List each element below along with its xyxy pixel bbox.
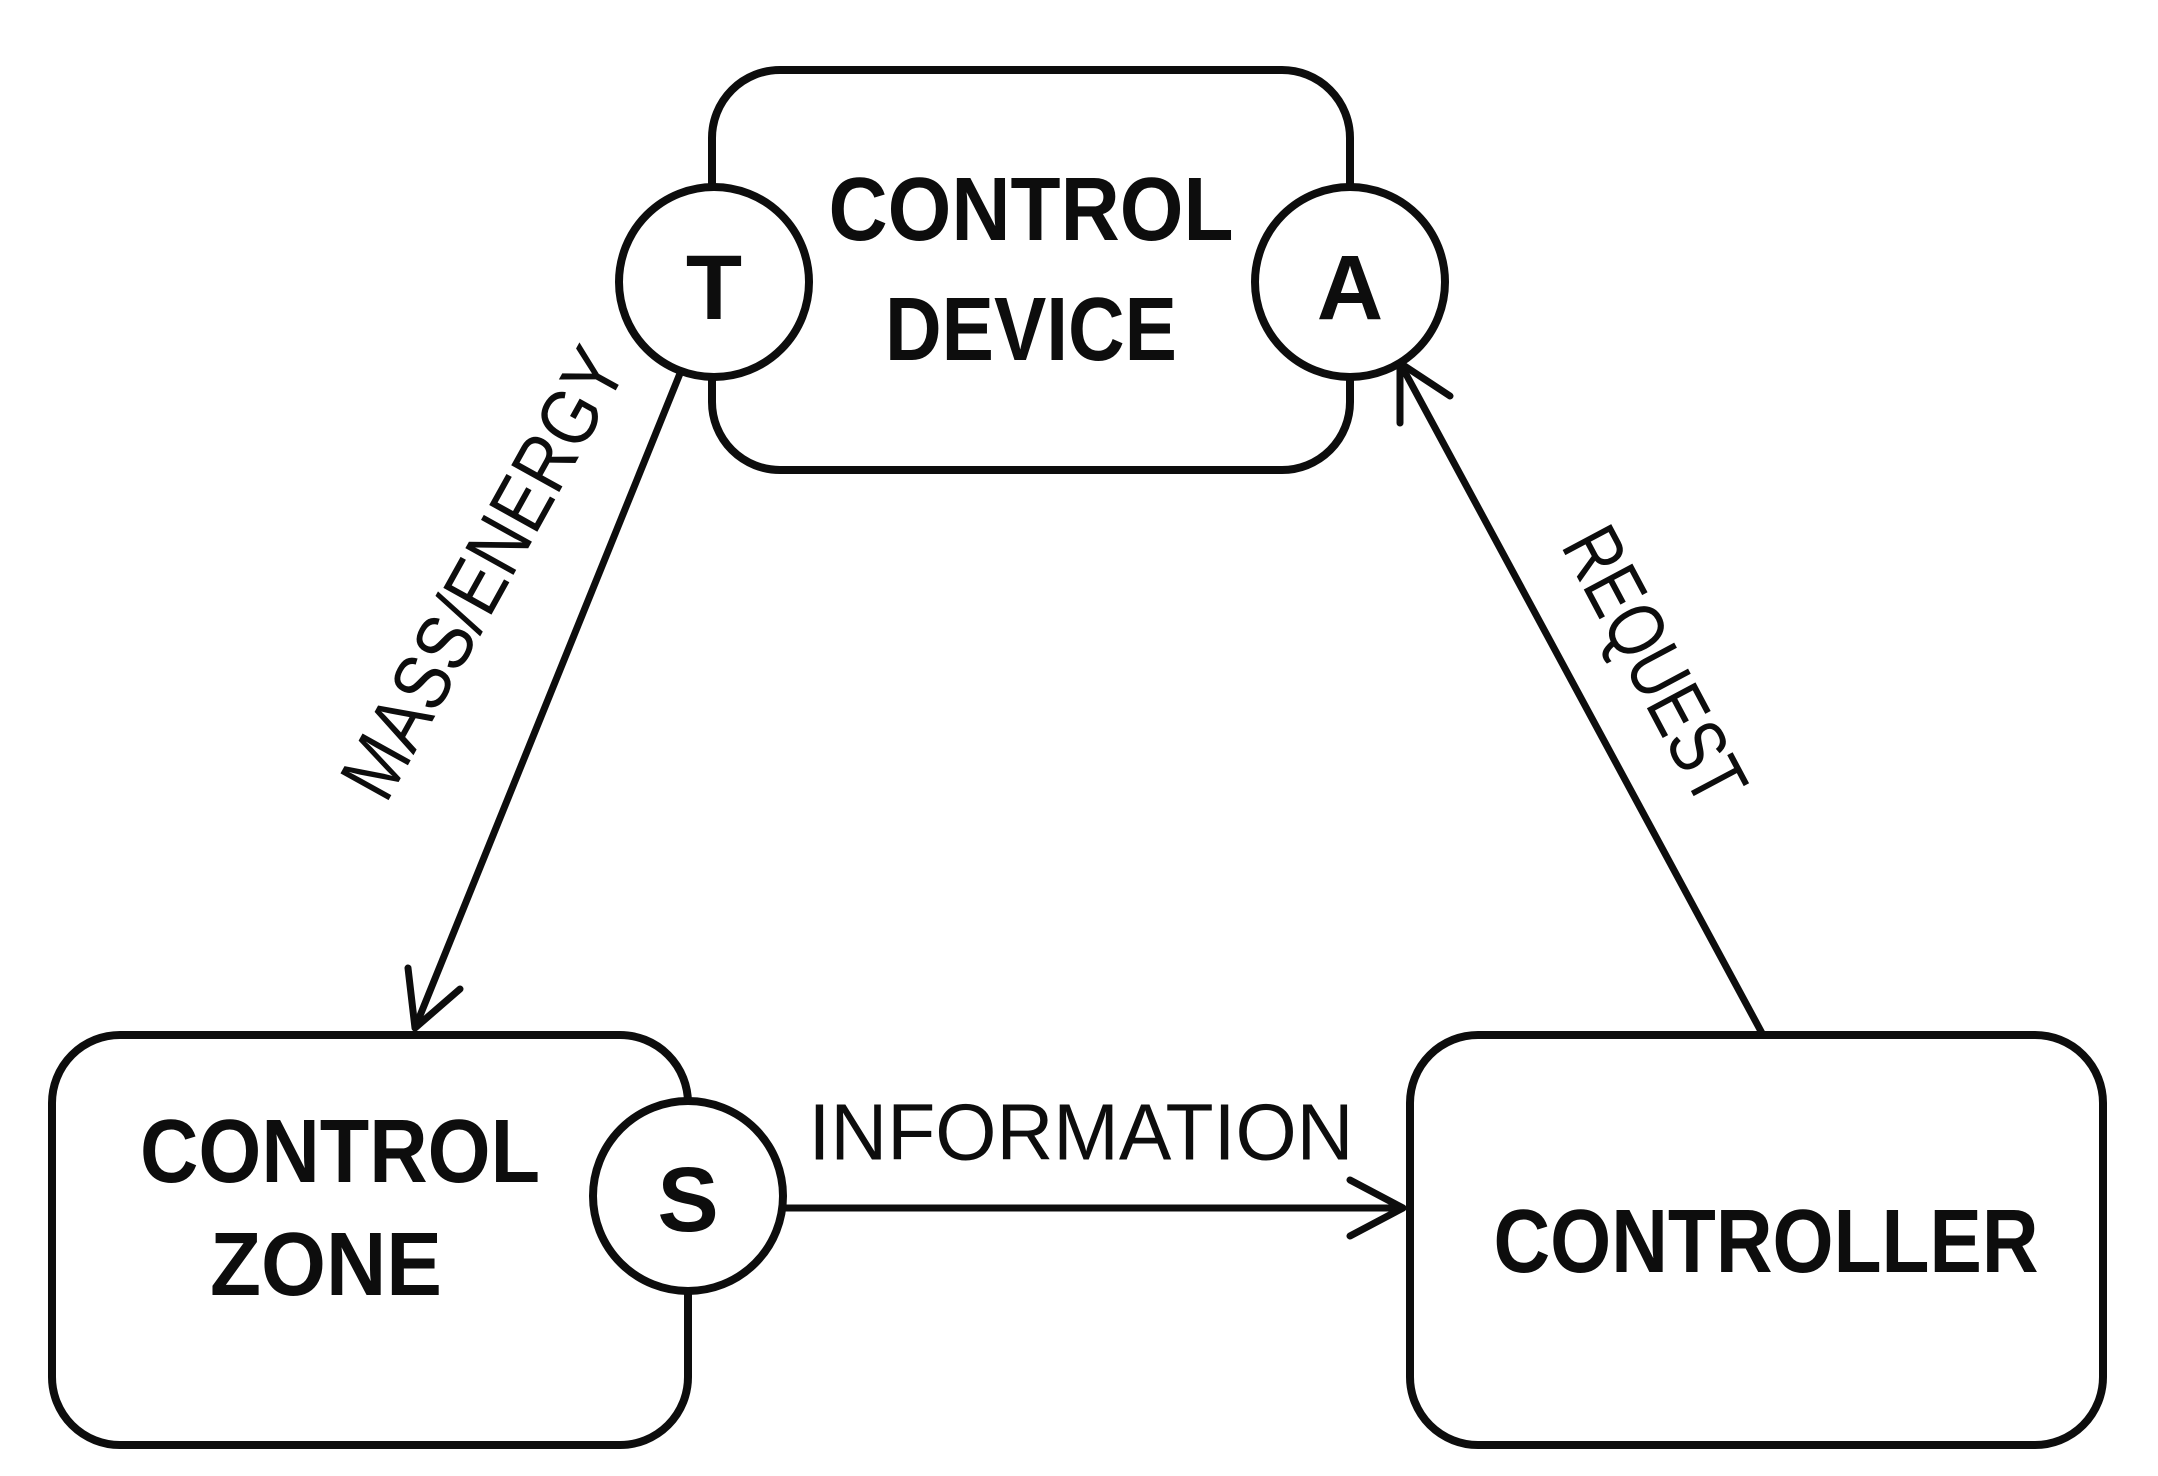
edge-mass-energy: MASS/ENERGY [323, 333, 685, 1032]
mass-energy-label: MASS/ENERGY [323, 333, 643, 813]
control-zone-label-line2: ZONE [210, 1215, 442, 1315]
request-label: REQUEST [1545, 512, 1764, 819]
sensor-port-circle [589, 1097, 787, 1295]
edge-information: INFORMATION [783, 1088, 1407, 1240]
actuator-port-label: A [1317, 237, 1383, 339]
actuator-port-circle [1251, 183, 1449, 381]
control-device-label-line1: CONTROL [829, 160, 1234, 260]
port-actuator: A [1251, 183, 1449, 381]
mass-energy-line [411, 369, 685, 1030]
mass-energy-arrowhead-icon [404, 964, 464, 1032]
control-zone-label-line1: CONTROL [140, 1102, 540, 1202]
information-arrowhead-icon [1346, 1176, 1407, 1240]
node-control-zone: CONTROL ZONE [48, 1031, 692, 1449]
node-controller: CONTROLLER [1406, 1031, 2107, 1449]
request-line [1396, 361, 1767, 1037]
controller-label: CONTROLLER [1494, 1192, 2039, 1292]
control-device-label-line2: DEVICE [885, 280, 1177, 380]
node-control-device: CONTROL DEVICE [708, 66, 1354, 474]
transducer-port-circle [615, 183, 813, 381]
transducer-port-label: T [686, 237, 742, 339]
port-sensor: S [589, 1097, 787, 1295]
sensor-port-label: S [657, 1149, 718, 1251]
information-label: INFORMATION [809, 1088, 1354, 1177]
edge-request: REQUEST [1396, 359, 1767, 1037]
controller-box [1406, 1031, 2107, 1449]
port-transducer: T [615, 183, 813, 381]
